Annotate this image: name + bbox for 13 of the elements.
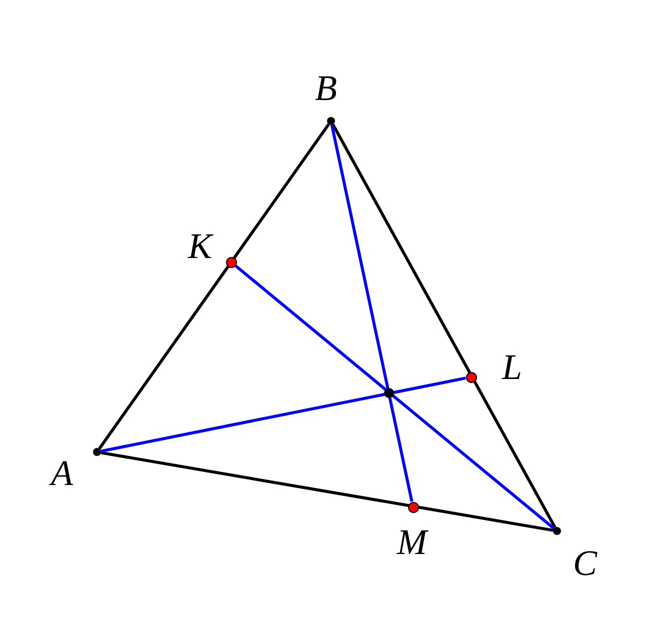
- line-segment: [234, 264, 555, 530]
- point-label: K: [188, 228, 212, 264]
- point-dot: [384, 388, 394, 398]
- point-label: M: [397, 524, 427, 560]
- line-segment: [332, 124, 556, 528]
- line-segment: [330, 124, 414, 502]
- point-label: C: [573, 545, 597, 581]
- line-segment: [100, 376, 466, 453]
- point-label: L: [502, 349, 522, 385]
- line-segment: [98, 123, 330, 450]
- point-label: A: [51, 455, 73, 491]
- point-label: B: [315, 70, 337, 106]
- line-segment: [100, 451, 554, 532]
